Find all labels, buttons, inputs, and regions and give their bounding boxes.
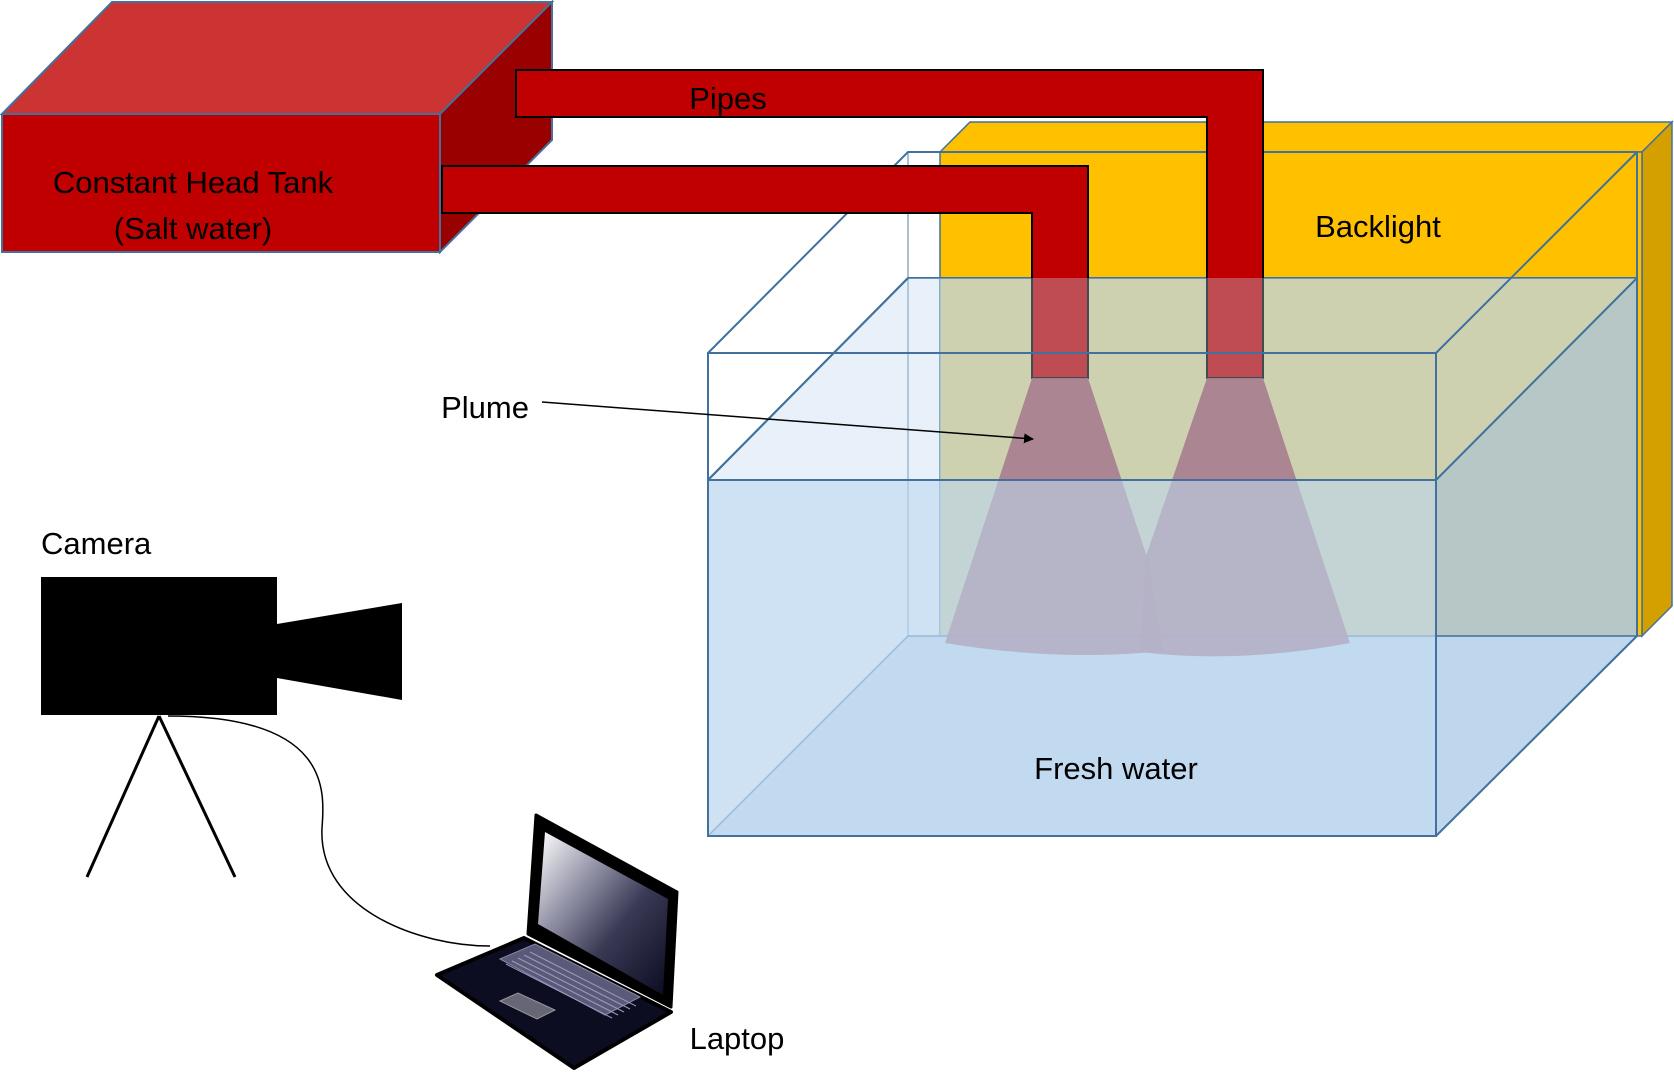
pipes-label: Pipes bbox=[689, 81, 767, 116]
tripod-leg-left bbox=[85, 715, 161, 878]
key-row-line bbox=[505, 963, 613, 1019]
water-surface bbox=[708, 278, 1637, 480]
tank-label-line2: (Salt water) bbox=[114, 211, 272, 246]
backlight-top-face bbox=[938, 121, 1674, 153]
plume-annotation: Plume bbox=[441, 390, 1034, 444]
plume-arrow bbox=[541, 401, 1034, 444]
laptop-label: Laptop bbox=[690, 1021, 785, 1056]
constant-head-tank: Constant Head Tank (Salt water) bbox=[0, 0, 555, 255]
water-surface-left-edge bbox=[707, 277, 909, 481]
laptop-screen bbox=[538, 832, 668, 995]
backlight-side-face bbox=[1641, 120, 1673, 638]
camera-lens bbox=[277, 603, 402, 700]
plume-label: Plume bbox=[441, 390, 529, 425]
fresh-water-label: Fresh water bbox=[1034, 751, 1198, 786]
tank-label-line1: Constant Head Tank bbox=[53, 165, 334, 200]
key-row-line bbox=[517, 957, 625, 1013]
laptop-base bbox=[435, 936, 673, 1070]
key-row-line bbox=[523, 954, 631, 1010]
camera-cable bbox=[167, 715, 491, 947]
laptop-icon: Laptop bbox=[435, 813, 785, 1070]
tank-front-face bbox=[1, 113, 441, 253]
camera: Camera bbox=[41, 526, 491, 947]
key-row-line bbox=[529, 951, 637, 1007]
laptop-touchpad bbox=[498, 992, 557, 1020]
key-row-line bbox=[511, 960, 619, 1016]
water-surface-right-edge bbox=[1435, 277, 1638, 481]
tank-front-glass bbox=[707, 352, 1437, 837]
backlight-label: Backlight bbox=[1315, 209, 1441, 244]
camera-body bbox=[41, 577, 277, 715]
camera-label: Camera bbox=[41, 526, 152, 561]
tank-front: Fresh water bbox=[707, 151, 1638, 837]
tank-back-edges bbox=[707, 151, 1638, 636]
tripod-leg-right bbox=[157, 715, 237, 878]
tank-bottom-right-edge bbox=[1435, 635, 1638, 837]
laptop-keyboard-keys bbox=[505, 951, 637, 1019]
water-front-face bbox=[708, 480, 1436, 836]
tank-top-right-edge bbox=[1435, 151, 1638, 354]
